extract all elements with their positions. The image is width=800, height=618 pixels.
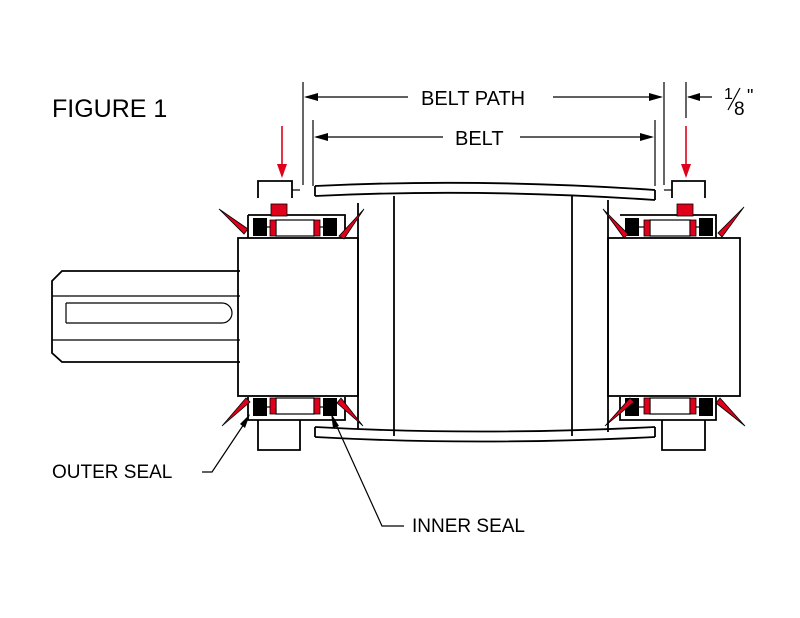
gap-dimension: 1 8 " — [685, 82, 753, 120]
gap-fraction-numerator: 1 — [724, 86, 733, 103]
belt-path-label: BELT PATH — [421, 88, 525, 110]
roller-drum — [314, 181, 656, 443]
lubricant-flow-markers — [218, 206, 746, 427]
keyway — [66, 302, 233, 324]
right-bearing-top — [625, 203, 713, 237]
outer-seal-callout: OUTER SEAL — [52, 414, 250, 483]
gap-fraction-denominator: 8 — [734, 99, 745, 120]
left-bearing-bottom — [253, 397, 337, 416]
figure-title: FIGURE 1 — [52, 95, 167, 123]
belt-path-dimension: BELT PATH — [302, 82, 665, 185]
inner-seal-label: INNER SEAL — [412, 516, 525, 537]
grease-arrow-right — [681, 126, 691, 178]
drive-shaft — [51, 270, 240, 363]
belt-label: BELT — [455, 128, 504, 150]
left-bearing-top — [253, 203, 337, 237]
outer-seal-label: OUTER SEAL — [52, 462, 172, 483]
inner-seal-callout: INNER SEAL — [331, 413, 525, 537]
belt-dimension: BELT — [312, 120, 656, 186]
right-hub — [607, 237, 741, 397]
grease-arrow-left — [277, 126, 287, 178]
right-bearing-bottom — [625, 397, 713, 416]
gap-unit: " — [747, 86, 753, 106]
left-hub — [237, 237, 359, 397]
